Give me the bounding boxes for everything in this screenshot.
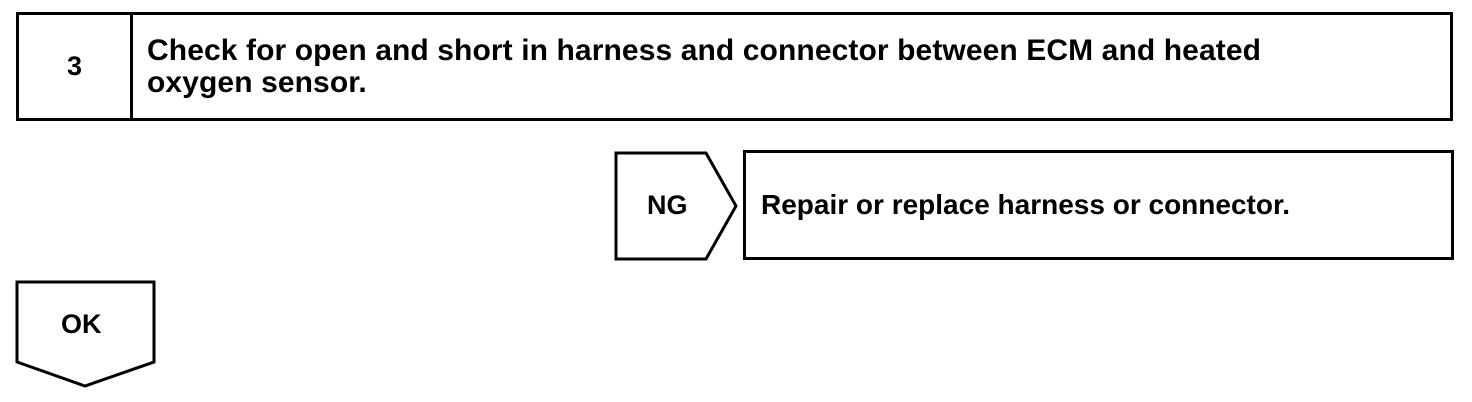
step-title-line-1: Check for open and short in harness and … [147,34,1262,67]
ng-action-text: Repair or replace harness or connector. [761,189,1291,220]
ok-arrow-shape [15,280,156,388]
step-title: Check for open and short in harness and … [133,15,1261,118]
ng-action-box: Repair or replace harness or connector. [743,150,1454,260]
step-title-line-2: oxygen sensor. [147,66,367,99]
ng-label: NG [647,190,688,220]
ok-label: OK [61,309,102,339]
step-number: 3 [66,51,83,81]
ng-arrow-shape [614,151,738,261]
step-box: 3 Check for open and short in harness an… [16,12,1453,121]
step-number-cell: 3 [19,15,133,118]
